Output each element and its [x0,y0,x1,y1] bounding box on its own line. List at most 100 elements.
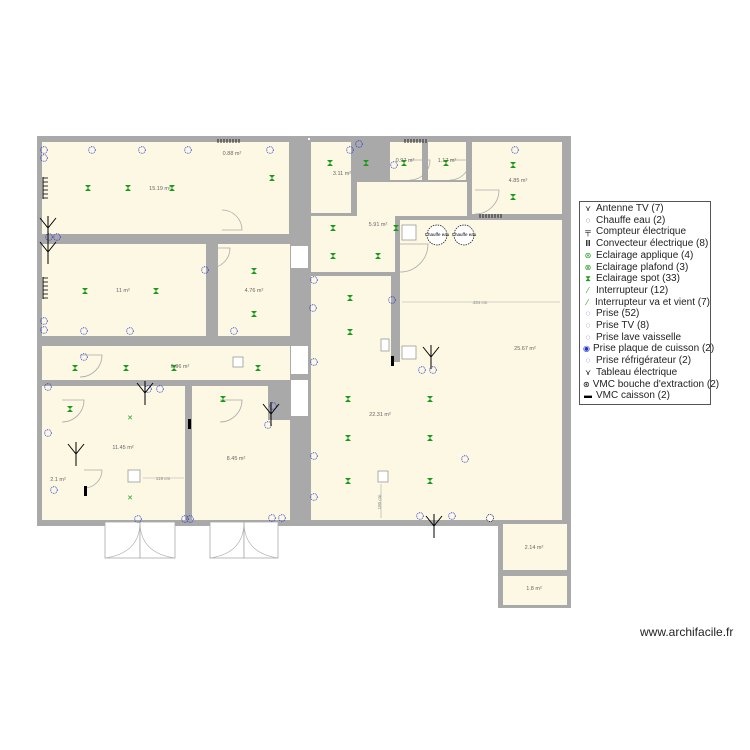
outlet-icon [156,385,164,393]
vmc-unit-icon [84,486,87,496]
spot-light-icon [347,329,353,335]
outlet-icon [309,304,317,312]
door [209,247,231,269]
spot-light-icon [345,435,351,441]
switch-icon: ⁄ [587,285,589,295]
spot-light-icon [510,162,516,168]
ceiling-light-icon: ✕ [127,415,133,422]
room-area-label: 8.45 m² [227,456,246,462]
legend-label: Chauffe eau (2) [596,214,666,226]
outlet-icon [45,233,53,241]
outlet-icon [50,486,58,494]
room-area-label: 22.31 m² [369,412,391,418]
dimension-434: 434 cm [473,300,488,305]
spot-light-icon [85,185,91,191]
spot-light-icon [510,194,516,200]
legend-label: Convecteur électrique (8) [596,238,709,250]
antenna-icon [262,402,280,426]
french-door [139,521,176,559]
panel-icon: ⋎ [585,367,591,377]
outlet-icon [266,146,274,154]
legend-item: ⁄Interrupteur (12) [583,285,710,297]
outlet-icon [144,385,152,393]
outlet-icon: ◌ [585,309,591,319]
spot-light-icon [347,295,353,301]
spot-light-icon [443,160,449,166]
room-area-label: 2.1 m² [50,477,66,483]
appliance [127,469,141,483]
door [221,209,243,231]
vmc-vent-icon [486,514,494,522]
legend-label: Eclairage applique (4) [596,249,694,261]
spot-light-icon [169,185,175,191]
door [79,354,103,378]
outlet-icon [310,358,318,366]
legend-label: Eclairage spot (33) [596,273,680,285]
outlet-icon [310,493,318,501]
room-cellier [503,524,567,570]
outlet-icon [40,154,48,162]
outlet-icon [230,327,238,335]
outlet-icon [40,317,48,325]
room-area-label: 1.17 m² [438,158,457,164]
fridge-outlet-icon: ◌ [585,356,591,366]
room-chambre2 [218,244,290,336]
legend-label: Prise plaque de cuisson (2) [592,343,715,355]
room-sdb1 [42,441,77,520]
room-area-label: 15.19 m² [149,186,171,192]
outlet-icon [269,402,277,410]
room-area-label: 4.76 m² [245,288,264,294]
legend-label: VMC bouche d'extraction (2) [592,378,720,390]
outlet-icon [44,383,52,391]
spot-light-icon [251,268,257,274]
door [474,189,500,215]
outlet-icon [278,514,286,522]
room-cuisine [311,362,469,520]
room-placard [209,144,256,164]
appliance [377,470,389,483]
spot-light-icon [269,175,275,181]
room-area-label: 0.97 m² [396,158,415,164]
room-area-label: 11 m² [116,288,130,294]
room-chambre3 [42,386,78,440]
room-chambre4 [192,420,290,520]
rooms [42,138,567,605]
room-area-label: 1.8 m² [526,586,542,592]
spot-light-icon [363,160,369,166]
outlet-icon [126,327,134,335]
room-area-label: 2.14 m² [525,545,544,551]
door [359,159,381,181]
spot-light-icon [427,478,433,484]
room-area-label: 6.96 m² [171,364,190,370]
water-heater-label: Chauffe eau [425,232,450,237]
spot-light-icon [72,365,78,371]
appliance [401,224,417,241]
outlet-icon [416,512,424,520]
french-door [243,521,279,559]
spot-light-icon [401,160,407,166]
spot-light-icon [67,406,73,412]
legend-item: ⋎Antenne TV (7) [583,203,710,215]
electrical-symbols: ✕✕ [39,139,519,538]
room-local [503,576,567,605]
spot-light-icon: ⧗ [585,274,591,284]
outlet-icon [310,276,318,284]
wall-light-icon: ⊛ [584,250,592,260]
vmc-vent-icon: ⊛ [583,379,590,389]
ceiling-light-icon: ✕ [127,495,133,502]
dimension-180: 180 cm [377,494,382,509]
door [219,399,243,423]
spot-light-icon [427,396,433,402]
ceiling-light-icon: ⊗ [584,262,592,272]
outlet-icon [390,161,398,169]
legend-label: Interrupteur va et vient (7) [594,296,710,308]
outlet-icon [80,327,88,335]
legend-item: ◌Prise lave vaisselle [583,332,710,344]
tv-outlet-icon: ◌ [585,321,591,331]
outlet-icon [429,366,437,374]
water-heater-label: Chauffe eau [452,232,477,237]
spot-light-icon [330,253,336,259]
room-area-label: 0.88 m² [223,151,242,157]
legend-label: Prise lave vaisselle [596,331,682,343]
